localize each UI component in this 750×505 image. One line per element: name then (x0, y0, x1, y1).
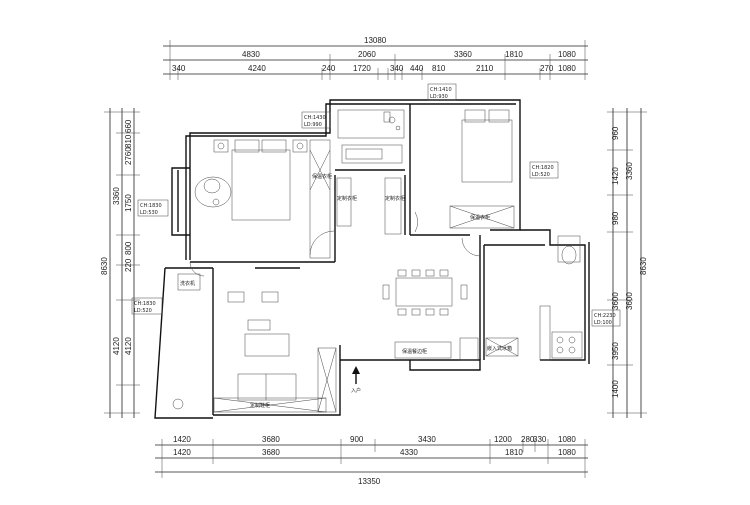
doors (189, 211, 481, 277)
dim-top-1e: 1080 (558, 50, 576, 59)
dim-bot-2d: 1810 (505, 448, 523, 457)
tag-ch-left: CH:1830 (140, 203, 162, 209)
dim-right-d: 3600 (611, 292, 620, 310)
dim-bot-1h: 1080 (558, 435, 576, 444)
tag-ch-bed2-top: CH:1410 (430, 87, 452, 93)
dim-bot-1b: 3680 (262, 435, 280, 444)
dim-right-e: 3950 (611, 342, 620, 360)
tag-ld-kitchen: LD:100 (594, 320, 612, 326)
dim-top-1a: 4830 (242, 50, 260, 59)
dim-top-2h: 2110 (476, 64, 494, 73)
dim-top-2j: 1080 (558, 64, 576, 73)
dim-top-1d: 1810 (505, 50, 523, 59)
dim-bot-total: 13350 (358, 477, 381, 486)
dim-top-2c: 240 (322, 64, 336, 73)
dim-top-total: 13080 (364, 36, 387, 45)
dining-table (382, 269, 468, 316)
dim-left-b: 4120 (112, 337, 121, 355)
dim-top-1c: 3360 (454, 50, 472, 59)
tag-ld-bed2-right: LD:520 (532, 172, 550, 178)
dim-top-2b: 4240 (248, 64, 266, 73)
dim-left-outer: 8630 (100, 257, 109, 275)
dim-top-2f: 440 (410, 64, 424, 73)
label-wardrobe-1: 定制衣柜 (337, 195, 357, 202)
label-entry: 入户 (351, 387, 361, 394)
dim-left-h: 4120 (124, 337, 133, 355)
living-furniture (213, 291, 337, 413)
right-dimensions: 960 1420 980 3600 3950 1400 3360 3600 86… (607, 108, 648, 418)
label-cabinet-kitchen: 保温餐边柜 (402, 348, 427, 355)
dim-right-c: 980 (611, 211, 620, 225)
dim-bot-2e: 1080 (558, 448, 576, 457)
walls (154, 99, 590, 419)
dim-left-g: 220 (124, 258, 133, 272)
top-dimensions: 13080 4830 2060 3360 1810 1080 340 4240 … (163, 36, 588, 80)
bathroom-fixtures (337, 109, 405, 164)
dim-top-2d: 1720 (353, 64, 371, 73)
dim-right-g: 3360 (625, 162, 634, 180)
label-shoe-cabinet: 定制鞋柜 (250, 402, 270, 409)
bottom-dimensions: 1420 3680 900 3430 1200 280 330 1080 142… (155, 435, 588, 486)
dim-left-i: 810 (124, 134, 133, 148)
label-washer: 洗衣机 (180, 280, 195, 287)
label-wardrobe-2: 定制衣柜 (385, 195, 405, 202)
tag-ld-bed2-top: LD:930 (430, 94, 448, 100)
dim-bot-1c: 900 (350, 435, 364, 444)
second-bedroom (449, 109, 515, 229)
dim-bot-1f: 280 (521, 435, 535, 444)
dim-top-2g: 810 (432, 64, 446, 73)
dim-bot-1a: 1420 (173, 435, 191, 444)
tag-ch-kitchen: CH:2230 (594, 313, 616, 319)
window-tags: CH:1830 LD:530 CH:1430 LD:990 CH:1410 LD… (131, 83, 621, 327)
dim-left-d: 2760 (124, 147, 133, 165)
tag-ld-balcony: LD:520 (134, 308, 152, 314)
dim-left-a: 3360 (112, 187, 121, 205)
tag-ld-bath: LD:990 (304, 122, 322, 128)
dim-left-c: 660 (124, 119, 133, 133)
dim-left-e: 1750 (124, 194, 133, 212)
dim-top-1b: 2060 (358, 50, 376, 59)
dim-left-f: 800 (124, 241, 133, 255)
tag-ld-left: LD:530 (140, 210, 158, 216)
left-dimensions: 8630 3360 4120 660 2760 1750 800 220 412… (100, 108, 140, 418)
label-cabinet-bed2: 保温衣柜 (470, 214, 490, 221)
dim-top-2e: 340 (390, 64, 404, 73)
tag-ch-balcony: CH:1830 (134, 301, 156, 307)
tag-ch-bath: CH:1430 (304, 115, 326, 121)
dim-right-f: 1400 (611, 380, 620, 398)
wardrobe-master (309, 139, 331, 259)
entry-arrow-icon (352, 366, 360, 384)
label-cabinet-1: 保温衣柜 (312, 173, 332, 180)
master-bed (194, 139, 308, 221)
dim-bot-2b: 3680 (262, 448, 280, 457)
dim-right-a: 960 (611, 126, 620, 140)
dim-bot-1d: 3430 (418, 435, 436, 444)
label-fridge: 嵌入式冰箱 (487, 345, 512, 352)
dim-bot-2c: 4330 (400, 448, 418, 457)
dim-top-2a: 340 (172, 64, 186, 73)
dim-bot-1e: 1200 (494, 435, 512, 444)
dim-right-h: 3600 (625, 292, 634, 310)
tag-ch-bed2-right: CH:1820 (532, 165, 554, 171)
dim-bot-2a: 1420 (173, 448, 191, 457)
dim-right-b: 1420 (611, 167, 620, 185)
kitchen (485, 235, 583, 361)
dim-top-2i: 270 (540, 64, 554, 73)
dim-right-outer: 8630 (639, 257, 648, 275)
dim-bot-1g: 330 (533, 435, 547, 444)
